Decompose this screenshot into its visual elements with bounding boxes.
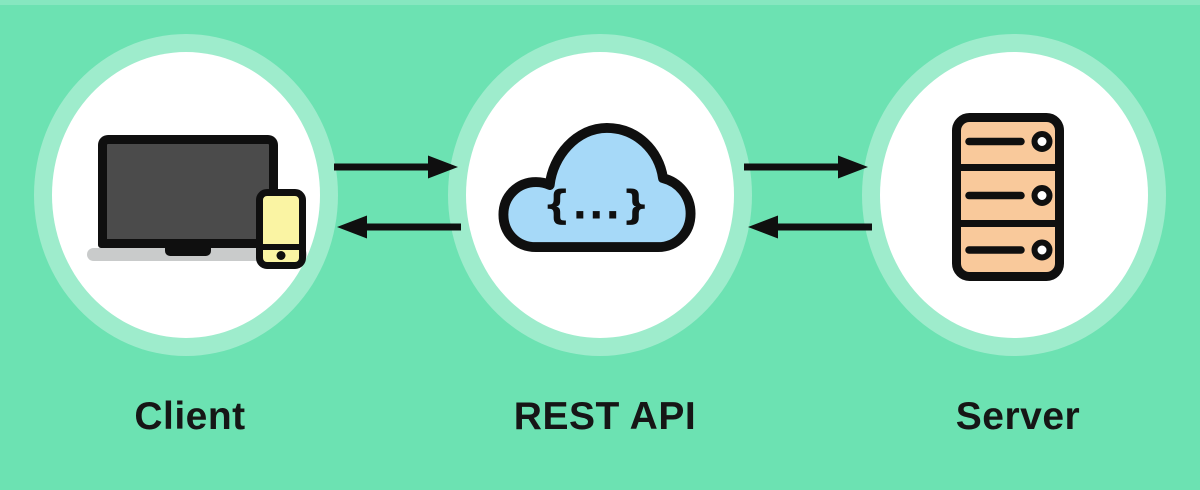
server-led: [1031, 239, 1053, 261]
server-label: Server: [955, 395, 1081, 438]
node-server: [862, 34, 1166, 356]
smartphone-icon: [256, 189, 306, 269]
arrow-api-to-server-icon: [744, 155, 868, 179]
client-label: Client: [134, 395, 246, 438]
arrow-client-to-api-icon: [334, 155, 458, 179]
server-led: [1031, 131, 1053, 152]
node-rest-api: {...}: [448, 34, 752, 356]
cloud-shape: [498, 122, 696, 253]
cloud-code-text: {...}: [543, 183, 651, 229]
arrow-api-to-client-icon: [337, 215, 461, 239]
server-led: [1031, 185, 1053, 206]
phone-home-button: [276, 251, 286, 260]
laptop-screen: [98, 135, 278, 248]
rest-api-label: REST API: [513, 395, 697, 438]
server-rack-icon: [952, 113, 1064, 281]
phone-bezel-line: [263, 244, 299, 250]
arrow-server-to-api-icon: [748, 215, 872, 239]
node-client: [34, 34, 338, 356]
cloud-json-icon: {...}: [498, 122, 696, 253]
laptop-hinge-notch: [165, 247, 211, 256]
